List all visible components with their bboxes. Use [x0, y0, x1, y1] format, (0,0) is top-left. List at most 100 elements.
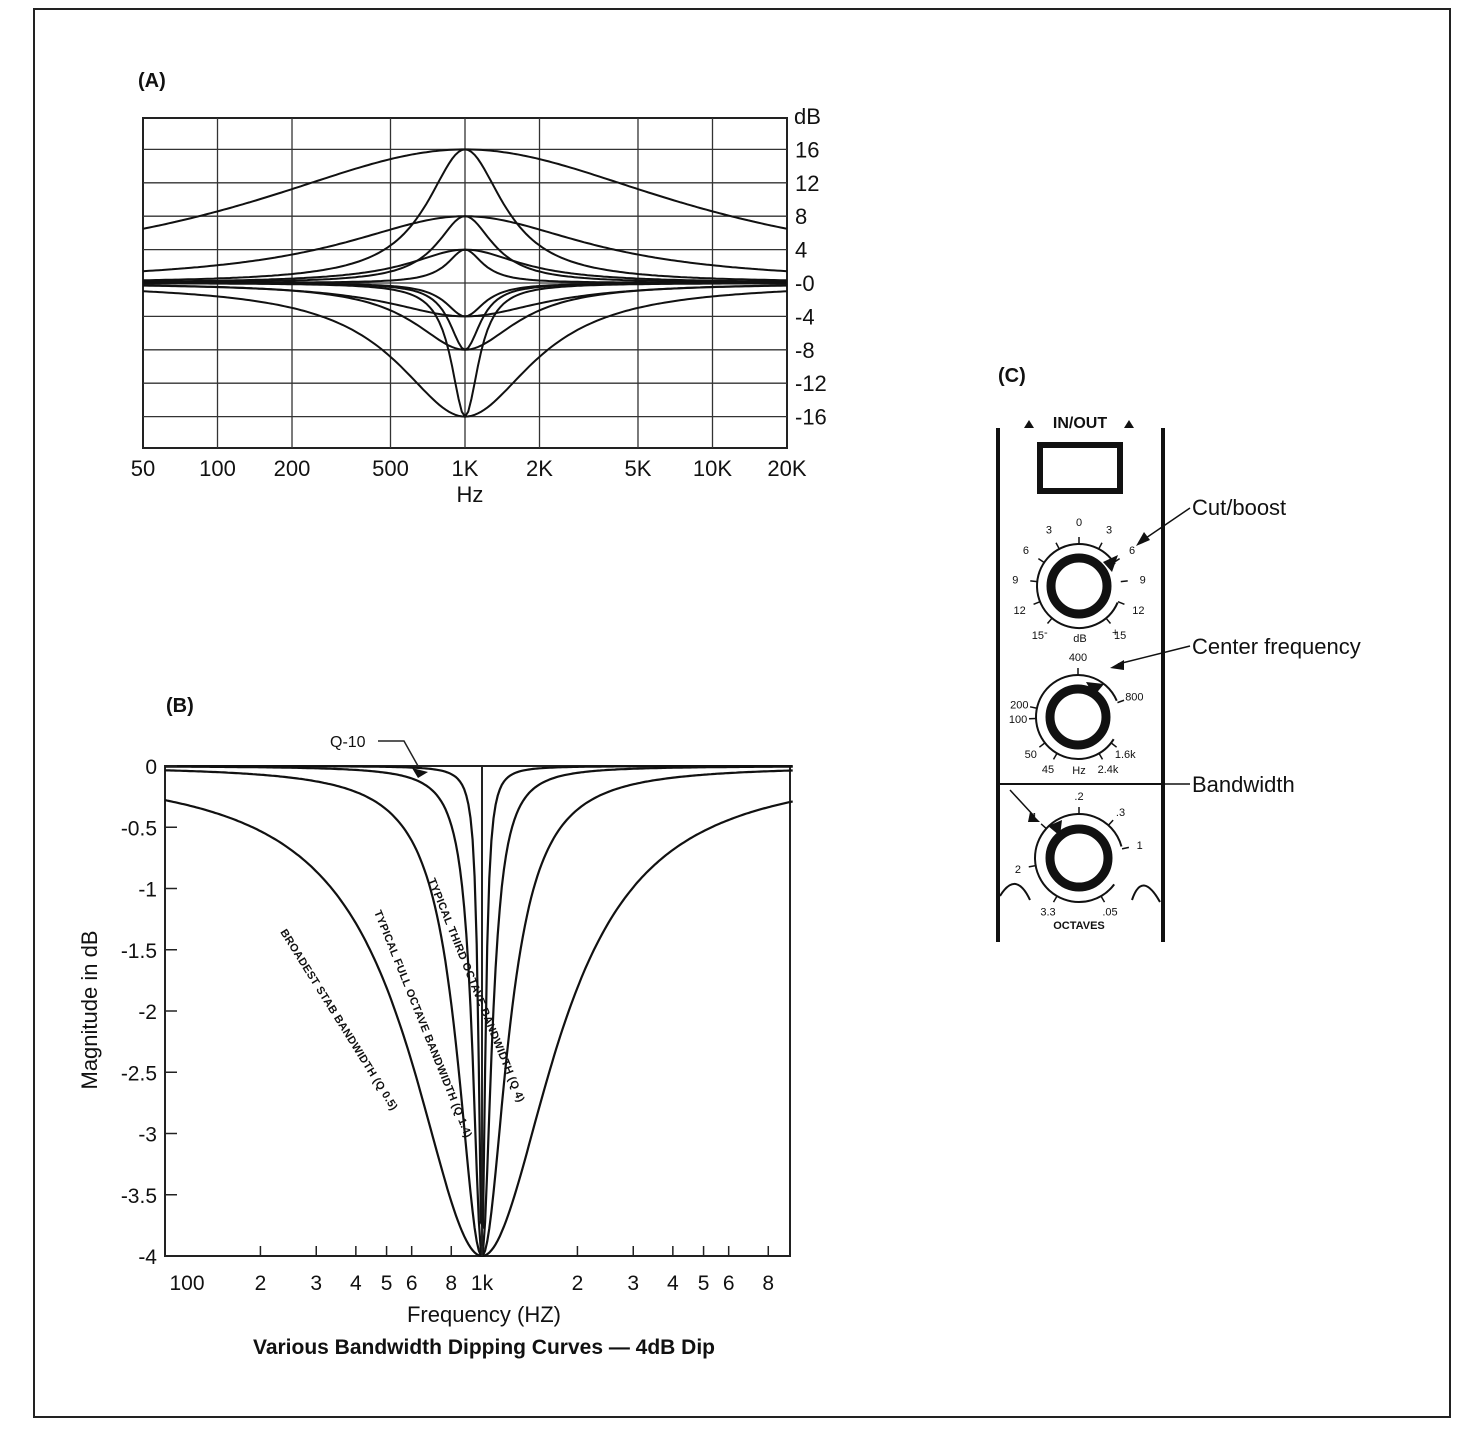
in-out-switch[interactable] — [1037, 442, 1123, 494]
panel-b-curves — [164, 765, 793, 1257]
dial-tick-mark — [1113, 557, 1121, 564]
bandwidth-knob[interactable] — [1045, 824, 1113, 892]
dial-tick-mark — [1100, 895, 1106, 903]
in-out-label: IN/OUT — [1053, 415, 1107, 432]
panel-b-x-tick-label: 5 — [381, 1272, 393, 1295]
q10-leader-line — [378, 740, 419, 767]
cut-sign-plus: + — [1112, 627, 1118, 639]
panel-b-y-tick-label: -3.5 — [121, 1185, 157, 1208]
panel-a-curves — [142, 148, 788, 419]
panel-b-x-tick-label: 8 — [762, 1272, 774, 1295]
center-frequency-knob[interactable] — [1045, 684, 1111, 750]
callout-bandwidth: Bandwidth — [1192, 772, 1295, 797]
panel-a-x-tick-label: 5K — [625, 456, 652, 481]
dial-tick-label: 9 — [1140, 574, 1146, 586]
dial-tick-label: 6 — [1023, 545, 1029, 557]
panel-a-x-tick-label: 200 — [274, 456, 311, 481]
dial-tick-label: 3 — [1106, 524, 1112, 536]
bandwidth-unit: OCTAVES — [1053, 920, 1105, 932]
cut-boost-leader-line — [1142, 507, 1191, 541]
panel-b-dip-curve — [164, 769, 793, 1257]
bandwidth-left-flourish — [999, 883, 1031, 901]
panel-b-dip-curve — [165, 765, 793, 1231]
dial-tick-label: 50 — [1025, 749, 1037, 761]
dial-tick-mark — [1105, 617, 1112, 625]
panel-a-label: (A) — [138, 70, 166, 92]
panel-a-x-tick-label: 1K — [452, 456, 479, 481]
dial-tick-mark — [1117, 699, 1125, 704]
dial-tick-mark — [1098, 752, 1104, 760]
panel-b-x-tick-label: 8 — [445, 1272, 457, 1295]
panel-b-x-tick-label: 6 — [723, 1272, 735, 1295]
bandwidth-scale-arc — [1034, 813, 1124, 903]
cut-boost-unit: dB — [1073, 633, 1086, 645]
q10-arrow-icon — [412, 768, 428, 778]
panel-b-y-tick-label: 0 — [145, 756, 157, 779]
panel-a-y-tick-label: 16 — [795, 137, 819, 162]
panel-b-x-tick-label: 5 — [698, 1272, 710, 1295]
cut-boost-arrow-icon — [1136, 532, 1150, 546]
center-frequency-arrow-icon — [1110, 660, 1124, 670]
panel-a-grid — [142, 117, 788, 449]
dial-tick-label: .05 — [1102, 907, 1117, 919]
panel-a-unit-label: dB — [794, 104, 821, 129]
dial-tick-label: .2 — [1074, 791, 1083, 803]
dial-tick-label: .1 — [1028, 812, 1037, 824]
panel-b-x-tick-label: 1k — [471, 1272, 494, 1295]
in-out-left-arrow-icon — [1024, 420, 1034, 428]
center-frequency-leader-line — [1117, 645, 1191, 665]
panel-b-x-tick-label: 4 — [350, 1272, 362, 1295]
panel-a-response-curve — [143, 215, 787, 284]
panel-b-caption: Various Bandwidth Dipping Curves — 4dB D… — [253, 1336, 715, 1359]
panel-b-y-tick-label: -2 — [138, 1001, 157, 1024]
dial-tick-mark — [1052, 895, 1058, 903]
panel-a-x-label: Hz — [457, 482, 484, 507]
panel-a-x-tick-label: 2K — [526, 456, 553, 481]
panel-a-y-tick-label: -16 — [795, 405, 827, 430]
dial-tick-mark — [1117, 601, 1125, 606]
dial-tick-mark — [1028, 864, 1036, 868]
cut-boost-scale-arc — [1036, 543, 1122, 629]
dial-tick-mark — [1030, 580, 1038, 583]
dial-tick-label: 1.6k — [1115, 749, 1136, 761]
dial-tick-label: 6 — [1129, 545, 1135, 557]
bandwidth-range-arrow — [1009, 789, 1035, 817]
bandwidth-pointer-icon — [1048, 820, 1062, 836]
dial-tick-label: 3 — [1046, 524, 1052, 536]
panel-a-x-tick-label: 10K — [693, 456, 732, 481]
panel-a-y-tick-label: -12 — [795, 371, 827, 396]
panel-b-x-tick-label: 2 — [255, 1272, 267, 1295]
panel-b-x-tick-label: 2 — [572, 1272, 584, 1295]
panel-b-label: (B) — [166, 695, 194, 717]
dial-tick-mark — [1038, 742, 1046, 748]
dial-tick-mark — [1107, 819, 1114, 826]
dial-tick-label: 3.3 — [1040, 907, 1055, 919]
dial-tick-label: .3 — [1116, 807, 1125, 819]
panel-a-response-curve — [143, 282, 787, 419]
dial-tick-mark — [1037, 557, 1045, 564]
cut-boost-knob[interactable] — [1046, 553, 1112, 619]
panel-a-y-tick-label: -0 — [795, 271, 815, 296]
panel-c-label: (C) — [998, 365, 1026, 387]
dial-tick-mark — [1052, 752, 1058, 760]
dial-tick-mark — [1046, 617, 1053, 625]
panel-b-y-tick-label: -2.5 — [121, 1062, 157, 1085]
panel-a-y-tick-label: 12 — [795, 171, 819, 196]
dial-tick-label: 9 — [1012, 574, 1018, 586]
panel-b-x-label: Frequency (HZ) — [407, 1302, 561, 1327]
panel-a-y-tick-label: -8 — [795, 338, 815, 363]
panel-a-y-tick-label: -4 — [795, 304, 815, 329]
dial-tick-label: 0 — [1076, 517, 1082, 529]
panel-b-y-tick-label: -4 — [138, 1246, 157, 1269]
panel-a-y-tick-label: 8 — [795, 204, 807, 229]
dial-tick-label: 2.4k — [1098, 764, 1119, 776]
panel-b-dip-curve — [164, 799, 793, 1257]
dial-tick-label: 12 — [1014, 605, 1026, 617]
